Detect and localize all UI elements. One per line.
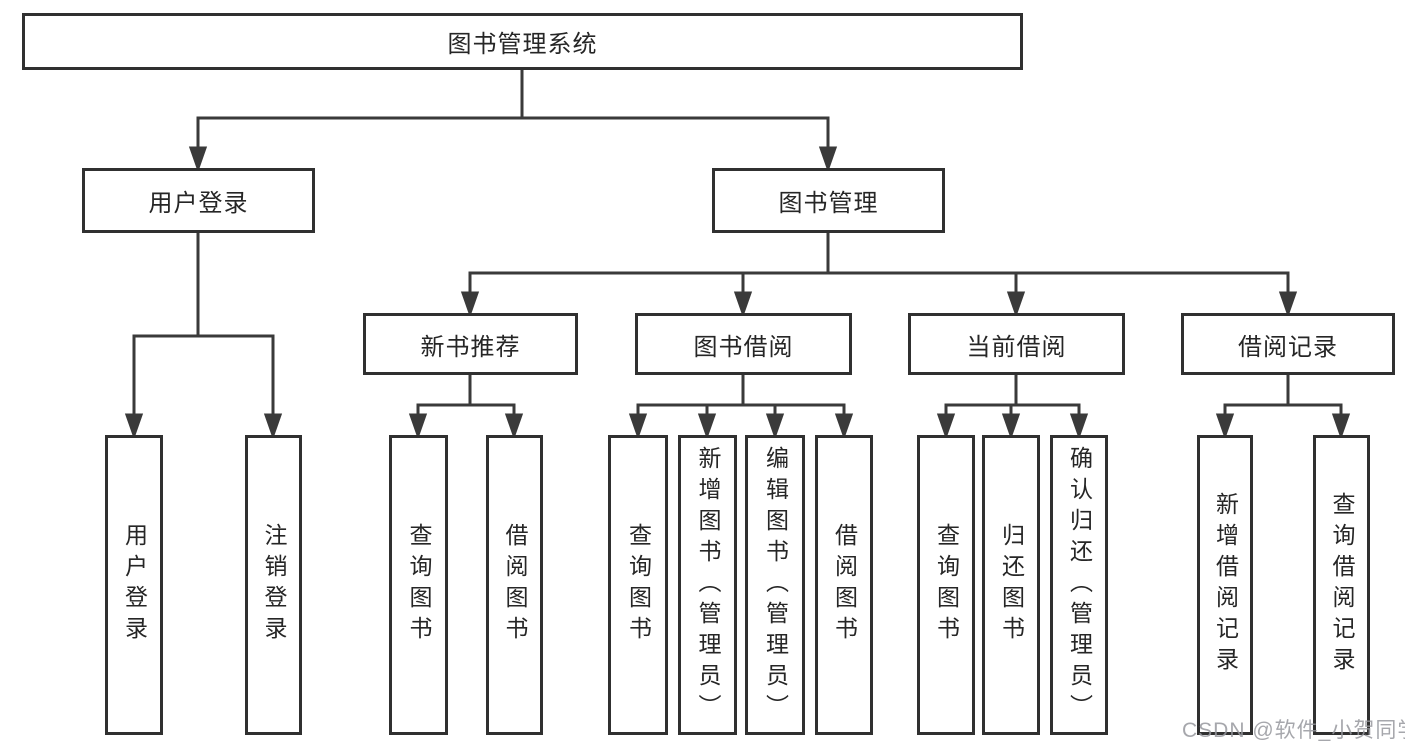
node-current-borrowing: 当前借阅 [908, 313, 1125, 375]
leaf-query-books-borrowing: 查询图书 [608, 435, 668, 735]
leaf-user-login: 用户登录 [105, 435, 163, 735]
node-label: 图书管理 [778, 190, 879, 217]
node-label: 图书借阅 [693, 333, 794, 361]
node-label: 查询图书 [406, 523, 432, 647]
leaf-query-books-current: 查询图书 [917, 435, 975, 735]
node-user-login: 用户登录 [82, 168, 315, 233]
node-label: 新增图书（管理员） [695, 445, 721, 725]
node-label: 查询图书 [933, 523, 960, 647]
leaf-edit-book-admin: 编辑图书（管理员） [745, 435, 805, 735]
leaf-add-borrow-record: 新增借阅记录 [1197, 435, 1253, 735]
node-label: 新增借阅记录 [1212, 492, 1239, 678]
leaf-confirm-return-admin: 确认归还（管理员） [1050, 435, 1108, 735]
node-library-management-system: 图书管理系统 [22, 13, 1023, 70]
node-label: 借阅图书 [502, 523, 528, 647]
node-book-borrowing: 图书借阅 [635, 313, 852, 375]
node-label: 新书推荐 [420, 333, 521, 361]
leaf-return-books: 归还图书 [982, 435, 1040, 735]
node-label: 查询图书 [625, 523, 652, 647]
node-label: 归还图书 [998, 523, 1025, 647]
node-label: 查询借阅记录 [1329, 492, 1355, 678]
node-label: 注销登录 [261, 523, 287, 647]
leaf-borrow-books-recommend: 借阅图书 [486, 435, 543, 735]
node-borrowing-records: 借阅记录 [1181, 313, 1395, 375]
node-label: 借阅图书 [831, 523, 858, 647]
leaf-logout-login: 注销登录 [245, 435, 302, 735]
node-label: 图书管理系统 [447, 31, 598, 58]
node-label: 借阅记录 [1238, 333, 1338, 361]
leaf-add-book-admin: 新增图书（管理员） [678, 435, 737, 735]
node-label: 当前借阅 [966, 333, 1067, 361]
node-new-book-recommendation: 新书推荐 [363, 313, 578, 375]
node-book-management: 图书管理 [712, 168, 945, 233]
leaf-query-books-recommend: 查询图书 [389, 435, 448, 735]
leaf-borrow-books: 借阅图书 [815, 435, 873, 735]
node-label: 确认归还（管理员） [1066, 445, 1093, 725]
leaf-query-borrow-record: 查询借阅记录 [1313, 435, 1370, 735]
node-label: 用户登录 [121, 523, 148, 647]
node-label: 编辑图书（管理员） [762, 445, 789, 725]
node-label: 用户登录 [148, 190, 249, 217]
